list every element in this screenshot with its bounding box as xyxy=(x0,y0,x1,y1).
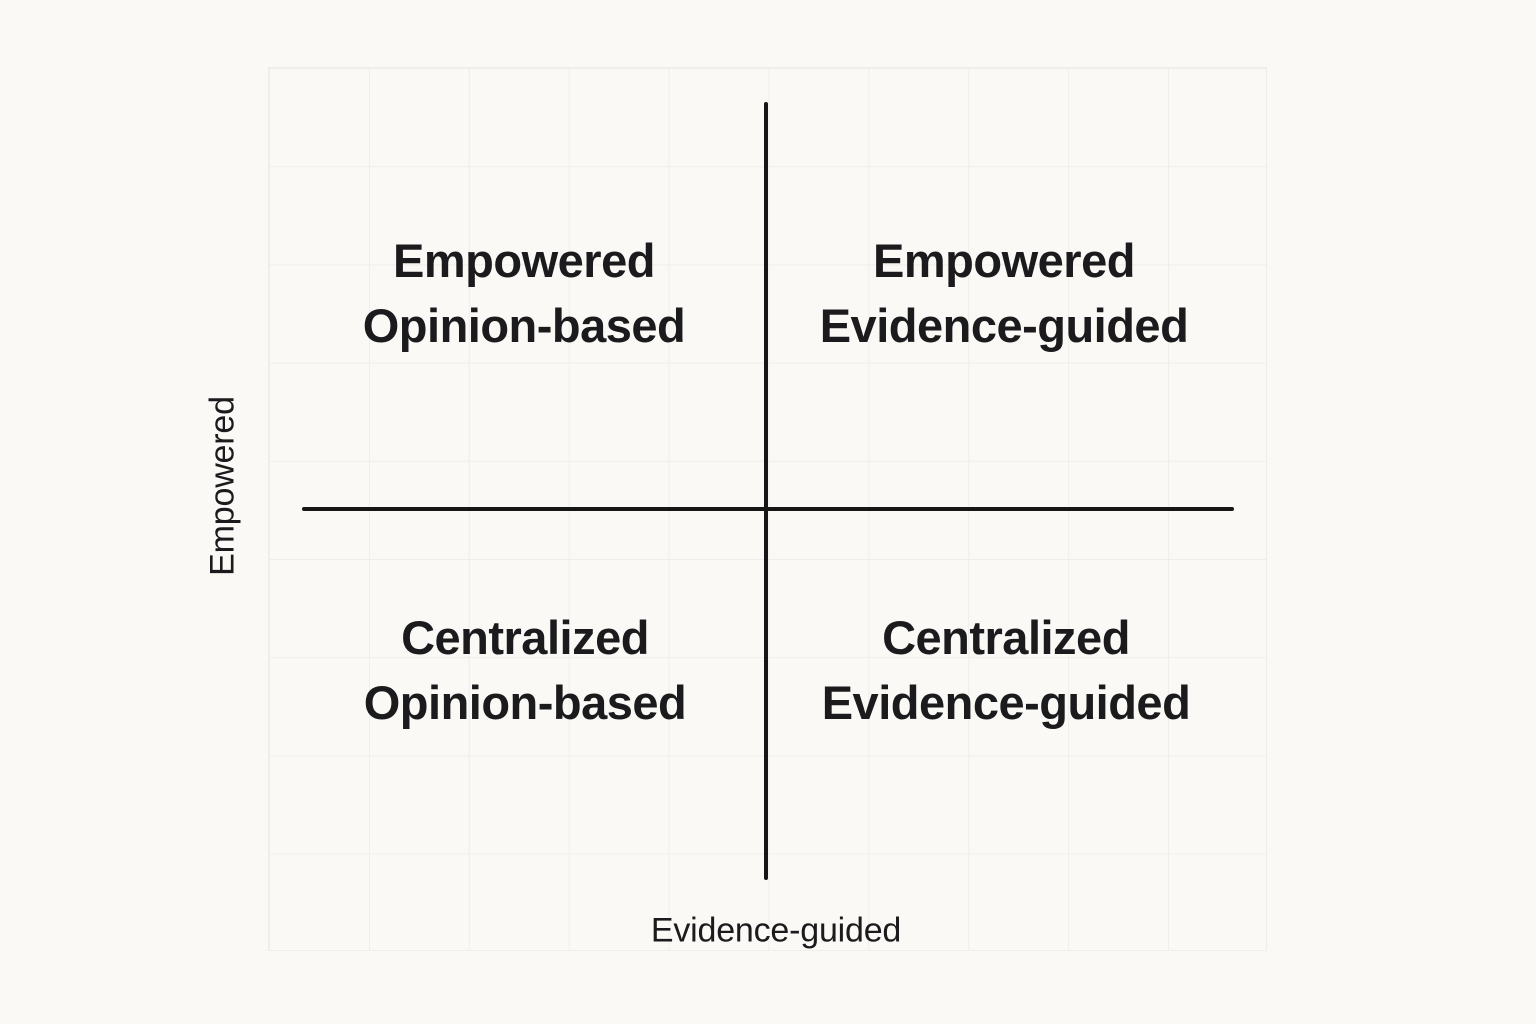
horizontal-axis-line xyxy=(302,507,1234,511)
x-axis-label: Evidence-guided xyxy=(650,911,902,950)
quadrant-bottom-left-label: Centralized Opinion-based xyxy=(364,605,687,735)
quadrant-top-right-line2: Evidence-guided xyxy=(819,299,1189,352)
quadrant-bottom-right-line1: Centralized xyxy=(882,611,1130,664)
quadrant-top-left-line1: Empowered xyxy=(393,234,655,287)
quadrant-top-left-label: Empowered Opinion-based xyxy=(363,228,686,358)
quadrant-top-left-line2: Opinion-based xyxy=(362,299,686,352)
quadrant-bottom-right-label: Centralized Evidence-guided xyxy=(822,605,1191,735)
quadrant-bottom-left-line2: Opinion-based xyxy=(363,676,687,729)
vertical-axis-line xyxy=(764,102,768,880)
quadrant-top-right-line1: Empowered xyxy=(873,234,1135,287)
quadrant-top-right-label: Empowered Evidence-guided xyxy=(820,228,1189,358)
quadrant-bottom-left-line1: Centralized xyxy=(401,611,649,664)
y-axis-label: Empowered xyxy=(203,396,242,576)
quadrant-bottom-right-line2: Evidence-guided xyxy=(821,676,1191,729)
